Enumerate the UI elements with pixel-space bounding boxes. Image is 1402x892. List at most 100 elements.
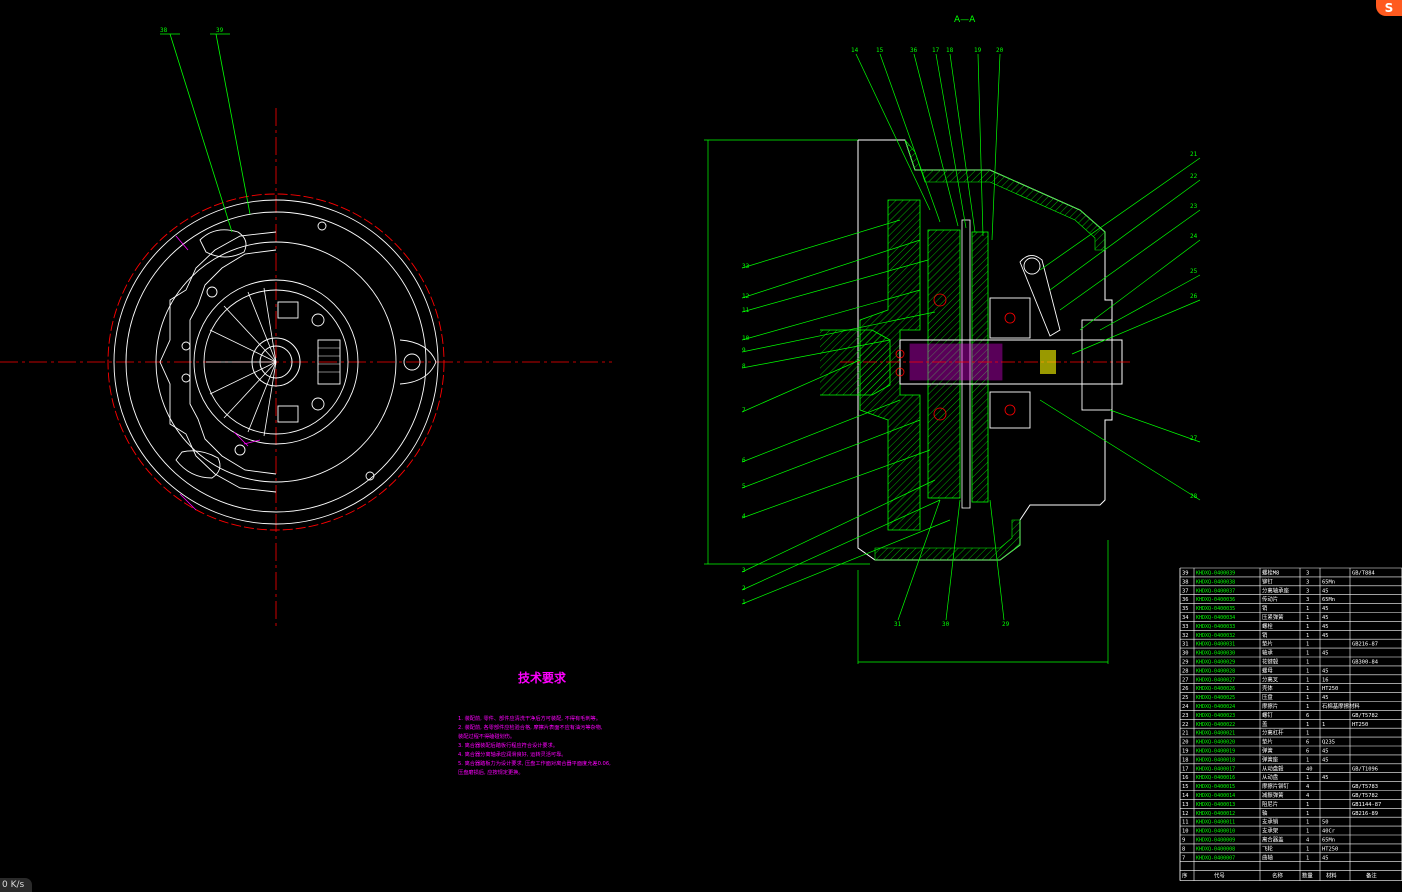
bom-row-index: 34 bbox=[1182, 615, 1189, 621]
bom-row-remark: GB/T884 bbox=[1352, 571, 1375, 577]
bom-row-code: KHDXQ-0400035 bbox=[1196, 606, 1235, 612]
release-bearing-lower bbox=[989, 391, 1031, 429]
bom-row-index: 23 bbox=[1182, 713, 1189, 719]
cover bbox=[971, 231, 989, 503]
bom-row-qty: 6 bbox=[1306, 713, 1309, 719]
bom-row-qty: 4 bbox=[1306, 838, 1309, 844]
bom-row-name: 花键毂 bbox=[1262, 658, 1279, 666]
bom-row-material: 65Mn bbox=[1322, 579, 1335, 585]
bom-row-name: 垫片 bbox=[1262, 640, 1273, 648]
network-speed-badge: 0 K/s bbox=[0, 878, 32, 892]
bom-row-qty: 1 bbox=[1306, 811, 1309, 817]
bom-row-remark: GB216-89 bbox=[1352, 811, 1378, 817]
bom-row-material: HT250 bbox=[1322, 846, 1338, 852]
bom-row-material: 50 bbox=[1322, 820, 1329, 826]
bom-row-index: 18 bbox=[1182, 757, 1189, 763]
bom-row-qty: 1 bbox=[1306, 615, 1309, 621]
callout-25: 25 bbox=[1190, 268, 1198, 275]
bom-row-name: 销 bbox=[1262, 604, 1268, 612]
callout-18: 18 bbox=[946, 47, 954, 54]
bom-row-qty: 1 bbox=[1306, 704, 1309, 710]
friction-ring-inner bbox=[155, 241, 397, 483]
dimension-marks bbox=[175, 235, 261, 511]
bom-row-name: 减振弹簧 bbox=[1262, 791, 1284, 799]
bom-row-index: 27 bbox=[1182, 677, 1189, 683]
bom-row-index: 7 bbox=[1182, 855, 1185, 861]
bom-row-qty: 4 bbox=[1306, 793, 1309, 799]
callout-21: 21 bbox=[1190, 151, 1198, 158]
bom-row-code: KHDXQ-0400021 bbox=[1196, 731, 1235, 737]
bom-row-qty: 3 bbox=[1306, 579, 1309, 585]
bom-row-name: 螺钉 bbox=[1262, 711, 1273, 719]
bom-row-index: 32 bbox=[1182, 633, 1189, 639]
bom-row-qty: 1 bbox=[1306, 846, 1309, 852]
bom-row-code: KHDXQ-0400039 bbox=[1196, 571, 1235, 577]
bom-row-index: 36 bbox=[1182, 597, 1189, 603]
bom-row-name: 壳体 bbox=[1262, 684, 1273, 692]
bom-row-code: KHDXQ-0400011 bbox=[1196, 820, 1235, 826]
bom-row-code: KHDXQ-0400037 bbox=[1196, 588, 1235, 594]
bom-row-code: KHDXQ-0400016 bbox=[1196, 775, 1235, 781]
bom-row-name: 曲轴 bbox=[1262, 853, 1273, 861]
bom-row-name: 弹簧座 bbox=[1262, 755, 1279, 763]
callout-19: 19 bbox=[974, 47, 982, 54]
callout-11: 11 bbox=[742, 307, 750, 314]
bom-row-code: KHDXQ-0400033 bbox=[1196, 624, 1235, 630]
lug-bottom bbox=[175, 450, 221, 479]
bom-row-index: 8 bbox=[1182, 846, 1185, 852]
bom-row-qty: 3 bbox=[1306, 597, 1309, 603]
callout-14: 14 bbox=[851, 47, 859, 54]
bom-row-code: KHDXQ-0400038 bbox=[1196, 579, 1235, 585]
bom-row-qty: 1 bbox=[1306, 642, 1309, 648]
cover-inner-outline bbox=[189, 249, 277, 475]
bom-row-remark: GB/T1096 bbox=[1352, 766, 1378, 772]
bom-row-index: 38 bbox=[1182, 579, 1189, 585]
bom-row-remark: GB/T5782 bbox=[1352, 793, 1378, 799]
housing-hatch-top bbox=[904, 139, 1106, 251]
bom-row-qty: 40 bbox=[1306, 766, 1313, 772]
callout-15: 15 bbox=[876, 47, 884, 54]
callout-4: 4 bbox=[742, 513, 746, 520]
bom-row-code: KHDXQ-0400034 bbox=[1196, 615, 1235, 621]
damper-spring-bottom bbox=[277, 405, 299, 423]
bom-row-index: 15 bbox=[1182, 784, 1189, 790]
bom-row-material: 45 bbox=[1322, 775, 1329, 781]
release-bearing bbox=[989, 297, 1031, 339]
bom-row-index: 14 bbox=[1182, 793, 1189, 799]
bom-header-index: 序 bbox=[1182, 872, 1188, 880]
callout-10: 10 bbox=[742, 335, 750, 342]
callout-36: 36 bbox=[910, 47, 918, 54]
bom-row-index: 17 bbox=[1182, 766, 1189, 772]
bom-row-code: KHDXQ-0400014 bbox=[1196, 793, 1235, 799]
bom-row-index: 9 bbox=[1182, 838, 1185, 844]
callout-24: 24 bbox=[1190, 233, 1198, 240]
callout-33: 33 bbox=[742, 263, 750, 270]
bom-row-index: 31 bbox=[1182, 642, 1189, 648]
bom-row-qty: 1 bbox=[1306, 722, 1309, 728]
bom-row-material: 45 bbox=[1322, 855, 1329, 861]
bom-row-index: 10 bbox=[1182, 829, 1189, 835]
bom-row-name: 螺栓M8 bbox=[1262, 569, 1279, 577]
bom-row-name: 从动盘毂 bbox=[1262, 764, 1284, 772]
bom-header-code: 代号 bbox=[1214, 872, 1225, 880]
bom-row-code: KHDXQ-0400018 bbox=[1196, 757, 1235, 763]
bom-row-name: 压盘 bbox=[1262, 693, 1273, 701]
tech-req-title: 技术要求 bbox=[518, 670, 567, 685]
lug-top bbox=[199, 229, 247, 258]
bom-row-material: 45 bbox=[1322, 624, 1329, 630]
bom-row-qty: 1 bbox=[1306, 651, 1309, 657]
bom-row-remark: GB/T5783 bbox=[1352, 784, 1378, 790]
friction-ring-outer bbox=[125, 211, 427, 513]
bom-row-name: 分离叉 bbox=[1262, 675, 1279, 683]
callout-38: 38 bbox=[160, 27, 168, 34]
bom-row-qty: 1 bbox=[1306, 660, 1309, 666]
bom-row-material: 65Mn bbox=[1322, 838, 1335, 844]
bom-row-index: 11 bbox=[1182, 820, 1189, 826]
bom-row-name: 分离轴承座 bbox=[1262, 586, 1290, 594]
corner-app-badge[interactable]: S bbox=[1376, 0, 1402, 16]
bom-row-remark: GB216-87 bbox=[1352, 642, 1378, 648]
bom-row-material: Q235 bbox=[1322, 740, 1335, 746]
bom-row-name: 分离杠杆 bbox=[1262, 729, 1284, 737]
bom-row-qty: 1 bbox=[1306, 633, 1309, 639]
callout-9: 9 bbox=[742, 347, 746, 354]
